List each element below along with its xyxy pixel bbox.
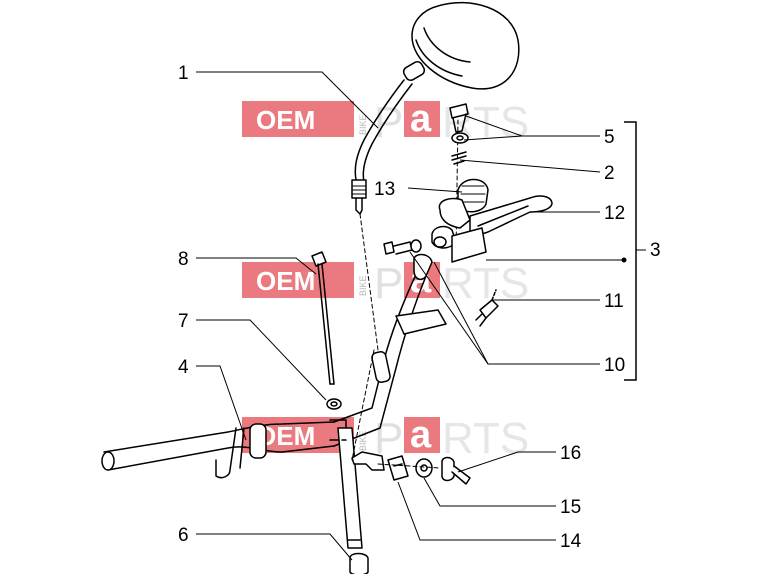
leader-14 (397, 481, 556, 541)
leader-lines (196, 71, 646, 561)
assembly-axis-bolt (377, 463, 441, 469)
assembly-axis-bar (351, 349, 375, 461)
callout-3: 3 (650, 240, 661, 261)
handlebar-part (101, 253, 447, 549)
leader-15 (423, 477, 556, 507)
watermark-a-box (404, 417, 440, 453)
watermark-rts-text: RTS (442, 414, 529, 463)
watermark-a-text: a (410, 98, 432, 140)
callout-15: 15 (560, 497, 581, 518)
watermark-a-text: a (410, 414, 432, 456)
mirror-part (351, 1, 520, 215)
assembly-axis-mirror (359, 213, 379, 351)
callout-2: 2 (604, 163, 615, 184)
group-bracket-3 (624, 121, 637, 381)
watermark-p-text: P (374, 259, 403, 308)
leader-8 (196, 257, 317, 275)
watermark-oem-box (242, 101, 354, 137)
clamp-bolt-part (383, 239, 422, 255)
leader-5b (463, 135, 523, 141)
long-bolt-part (311, 251, 335, 385)
callout-10: 10 (604, 355, 625, 376)
leader-1 (196, 71, 379, 129)
watermark-bike-text: BIKE (358, 430, 368, 451)
watermark-a-box (404, 101, 440, 137)
callout-7: 7 (178, 311, 189, 332)
callout-16: 16 (560, 443, 581, 464)
watermark-bike-text: BIKE (358, 275, 368, 296)
leader-4 (196, 365, 247, 441)
screw-part (441, 456, 471, 485)
lever-screw-part (449, 103, 469, 165)
callout-8: 8 (178, 249, 189, 270)
watermark-middle: OEM BIKE P a RTS (242, 259, 529, 308)
callout-5: 5 (604, 127, 615, 148)
callout-1: 1 (178, 63, 189, 84)
callout-13: 13 (374, 179, 395, 200)
leader-6 (196, 533, 353, 561)
watermark-oem-text: OEM (256, 266, 315, 296)
watermark-oem-text: OEM (256, 105, 315, 135)
washer-part (326, 398, 342, 410)
callout-14: 14 (560, 531, 582, 552)
brake-lever-part (431, 178, 553, 263)
callout-labels: 1 5 2 13 12 3 8 11 7 10 4 16 15 6 14 (178, 63, 661, 552)
watermark-bike-text: BIKE (358, 114, 368, 135)
switch-part (475, 289, 499, 327)
callout-6: 6 (178, 525, 189, 546)
bolt-washer-part (415, 458, 433, 478)
leader-13 (407, 187, 463, 193)
leader-2 (459, 159, 601, 173)
watermark-top: OEM BIKE P a RTS (242, 98, 529, 147)
callout-4: 4 (178, 357, 189, 378)
leader-3-dot (621, 257, 627, 263)
leader-7 (196, 319, 327, 401)
clip-part (387, 455, 409, 481)
callout-11: 11 (604, 291, 624, 312)
watermark-bottom: OEM BIKE P a RTS (242, 414, 529, 463)
leader-16 (457, 451, 556, 473)
end-plug-part (349, 552, 369, 576)
callout-12: 12 (604, 203, 625, 224)
watermark-rts-text: RTS (442, 259, 529, 308)
watermark-oem-box (242, 262, 354, 298)
leader-10b (433, 261, 489, 365)
watermark-p-text: P (374, 98, 403, 147)
